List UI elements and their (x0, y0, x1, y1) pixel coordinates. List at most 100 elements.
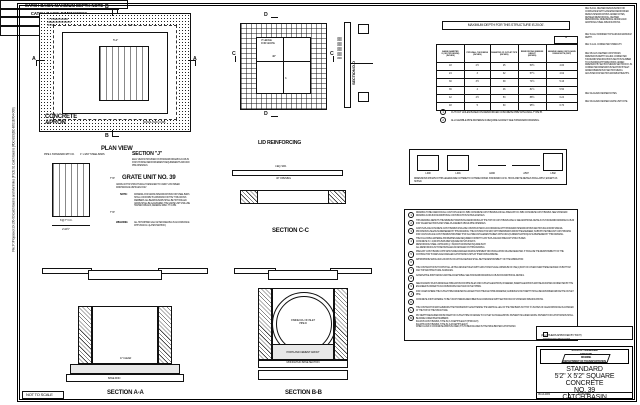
general-note-item: 1 DRAWING TO BE USED FOR ALL CAST IN PLA… (408, 212, 575, 219)
cell: 50½ (517, 62, 547, 71)
section-aa-chamber (92, 306, 158, 364)
section-bb-right-wall (334, 288, 348, 360)
revision-item-1: REV. 3-11-14. CORRECTED STRENGTH. (585, 44, 622, 46)
lid-plan-mark-c-right: C (330, 51, 334, 57)
approval-checkbox[interactable] (542, 332, 548, 338)
section-aa-apron-right (158, 268, 208, 274)
title-block-agency-2: STANDARD (580, 353, 592, 356)
not-to-scale-box (22, 391, 64, 399)
cell: 18 (436, 62, 465, 71)
approval-sub: (ALL OTHERS APPROVED BY TDOT) (541, 334, 582, 337)
dim-th-0: BASIN DIAMETER D (OR PIPE INSIDE) (INCHE… (436, 44, 465, 63)
plan-view-mark-b-bottom: B (105, 133, 109, 139)
mark-b-bot-line (112, 130, 113, 137)
section-cc-title: SECTION C-C (272, 228, 309, 234)
title-block-agency-4: DEPARTMENT OF TRANSPORTATION (563, 360, 606, 363)
title-block-divider (536, 392, 633, 393)
section-dd-detail-top (358, 24, 369, 34)
section-aa-base-rod: BASE ROD (108, 377, 121, 380)
general-note-item: 5 PRECAST CATCH BASIN UNITS WHICH ARE DA… (408, 251, 575, 258)
cell: 39 (489, 78, 519, 87)
section-bb-left-wall (258, 288, 272, 360)
section-bb-lid (268, 270, 338, 280)
mark-a-right-tick (195, 60, 196, 66)
general-notes-list: 1 DRAWING TO BE USED FOR ALL CAST IN PLA… (408, 212, 575, 331)
plan-view-title: PLAN VIEW (101, 146, 133, 152)
not-to-scale-label: NOT TO SCALE (26, 392, 53, 397)
general-note-text: FOR CASES WHERE THE OUTLET PIPE DIAMETER… (415, 291, 574, 296)
general-note-text: ALTERNATIVE JOINT DETAILS MAY BE ACCEPTA… (415, 275, 525, 278)
mark-d-top-line (271, 17, 278, 18)
general-note-item: J FOR CASES WHERE THE OUTLET PIPE DIAMET… (408, 291, 575, 298)
cell: 57½ (517, 70, 547, 79)
general-note-text: THE CONTRACTOR IS TO PATCH ALL LIFTING D… (415, 267, 571, 272)
title-block-drawing-no: D-CB-39BC (578, 393, 591, 396)
lid-plan-mark-d-bottom: D (264, 111, 268, 117)
table-note-2-text: ALL FLEXIBLE PIPE MATERIALS REQUIRE GASK… (450, 119, 540, 122)
grate-unit-sub: GRATE UNIT IS STRUCTURALLY DESIGNED TO C… (116, 184, 180, 189)
general-note-item: 2 THIS DRAWING DEPICTS THE MINIMUM HORIZ… (408, 219, 575, 227)
section-aa-left-wall (78, 306, 92, 364)
title-block-line-3: CONCRETE (565, 380, 604, 387)
dimensions-table-header-row: BASIN DIAMETER D (OR PIPE INSIDE) (INCHE… (436, 44, 579, 63)
cell: 6.70 (545, 102, 579, 111)
section-aa-apron-left (42, 268, 92, 274)
lid-plan-opening-label: 3" LEDGE FOR GRATE (261, 39, 275, 45)
table-note-1-text: CUT OUT HOLES BASED ON REINFORCED CONCRE… (450, 111, 543, 114)
grate-unit-spacing: 8 @ 7" O.C. (60, 219, 73, 222)
rebar-legend-footnote: DIMENSIONS SHOWN IN THIS LEGEND ARE OUTS… (414, 177, 558, 184)
cell: 3 (463, 70, 491, 79)
title-block-line-1: STANDARD (566, 366, 603, 373)
lid-plan-mark-d-top: D (264, 12, 268, 18)
mark-b-top-tick (112, 9, 119, 10)
revision-item-3: REV. 02-22-2020. REVISED NOTES. (585, 93, 617, 95)
lid-reinforcing-title: LID REINFORCING (258, 140, 302, 146)
mark-a-right-line (188, 60, 196, 61)
section-bb-title: SECTION B-B (285, 390, 322, 396)
title-block-agency-1: STATE OF TENNESSEE (571, 349, 598, 352)
plan-view-dim-top: 7'-0" (128, 23, 133, 27)
section-aa-right-wall (158, 306, 172, 364)
mark-c-right-line (333, 56, 334, 62)
table-note-2: 2 ALL FLEXIBLE PIPE MATERIALS REQUIRE GA… (440, 108, 580, 126)
dim-th-1: PIPE WALL THICKNESS (INCHES) (463, 44, 491, 63)
cell: 46 (489, 86, 519, 95)
dimensions-table-flag-col (554, 36, 578, 44)
grate-unit-note-label: NOTE: (120, 193, 128, 196)
lid-plan-center-v (283, 37, 284, 94)
plan-view-grate (99, 46, 149, 101)
cell: 4.62 (545, 70, 579, 79)
lid-plan-dim-h: b (285, 76, 287, 80)
lid-plan-center-h (256, 61, 311, 62)
grate-unit-welding-body: ALL HOT-DIPPED GALV. AFTER WELDING IN AC… (134, 222, 190, 227)
note-number: 1 (408, 212, 415, 219)
lid-plan-dim-w: 40" (272, 54, 276, 58)
plan-view-apron-label: CONCRETE APRON (45, 114, 78, 127)
title-block-line-4: NO. 39 (574, 387, 595, 394)
note-number: 6 (408, 259, 415, 266)
lid-plan-mark-c-left: C (232, 51, 236, 57)
note-number: L (408, 307, 415, 314)
file-path-label: File: P:\Proposed-10-100-00 Catch Basins… (11, 107, 16, 252)
section-dd-rule (351, 63, 373, 64)
note-number: 4 (408, 238, 415, 245)
rebar-shape-L300 (417, 155, 439, 171)
section-cc-right-wall (328, 190, 346, 204)
approval-checkbox-row: APPROVED BY FHWA (540, 329, 570, 344)
general-note-text: THE CONTRACTOR MAY ELIMINATE THE H300 BA… (415, 307, 574, 312)
dimensions-table: BASIN DIAMETER D (OR PIPE INSIDE) (INCHE… (436, 44, 579, 111)
table-note-1: 1 CUT OUT HOLES BASED ON REINFORCED CONC… (440, 100, 580, 118)
general-note-text: THIS DRAWING DEPICTS THE MINIMUM HORIZON… (415, 219, 574, 225)
note-number-2: 2 (440, 117, 447, 124)
note-number: 3 (408, 227, 415, 235)
cell: 3½ (463, 78, 491, 87)
general-note-item: 6 APPROPRIATE SIZING AND LOCATION OF LIF… (408, 259, 575, 266)
section-dd-bar-labels: A500 A500 A500 A500 A500 A500 A500 A500 … (337, 37, 342, 60)
rebar-mark-L300: L300 (425, 172, 431, 175)
grate-unit-bars-label: 1" x 3/16" STEEL BARS (80, 153, 105, 156)
